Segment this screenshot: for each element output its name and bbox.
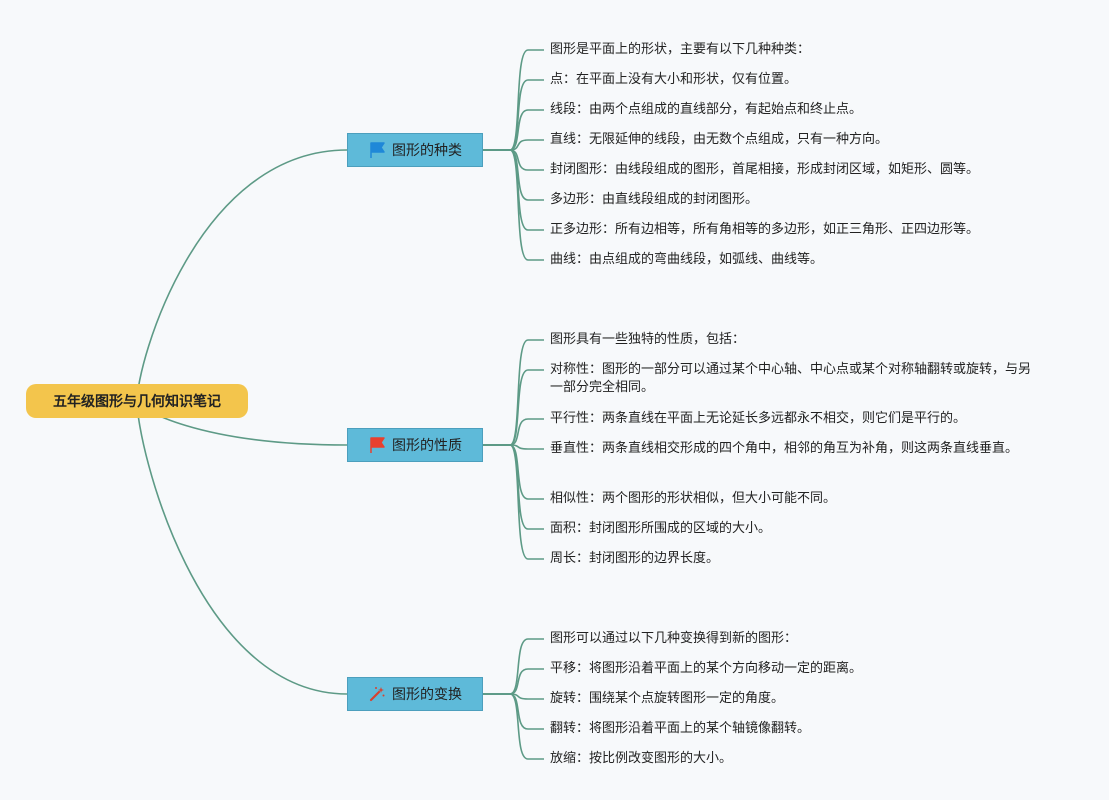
leaf-connector [483,149,544,231]
root-topic-label: 五年级图形与几何知识笔记 [53,394,221,410]
leaf-topic[interactable]: 图形具有一些独特的性质，包括： [550,332,746,347]
leaf-topic[interactable]: 平行性：两条直线在平面上无论延长多远都永不相交，则它们是平行的。 [550,411,967,426]
leaf-topic[interactable]: 图形可以通过以下几种变换得到新的图形： [550,631,798,646]
leaf-connector [483,693,544,760]
leaf-topic[interactable]: 垂直性：两条直线相交形成的四个角中，相邻的角互为补角，则这两条直线垂直。 [550,441,1019,456]
leaf-connector [483,444,544,500]
leaf-topic[interactable]: 正多边形：所有边相等，所有角相等的多边形，如正三角形、正四边形等。 [550,222,980,237]
leaf-topic[interactable]: 封闭图形：由线段组成的图形，首尾相接，形成封闭区域，如矩形、圆等。 [550,162,980,177]
branch-topic-label: 图形的变换 [392,687,462,703]
leaf-topic[interactable]: 翻转：将图形沿着平面上的某个轴镜像翻转。 [550,721,811,736]
leaf-topic[interactable]: 相似性：两个图形的形状相似，但大小可能不同。 [550,491,837,506]
leaf-connector [483,444,544,560]
leaf-connector [483,444,544,530]
leaf-topic[interactable]: 线段：由两个点组成的直线部分，有起始点和终止点。 [550,102,863,117]
branch-topic-label: 图形的性质 [392,438,462,454]
root-topic[interactable]: 五年级图形与几何知识笔记 [26,384,248,418]
branch-topic-label: 图形的种类 [392,143,462,159]
magic-wand-icon [369,687,385,702]
leaf-topic[interactable]: 曲线：由点组成的弯曲线段，如弧线、曲线等。 [550,252,824,267]
leaf-connector [483,638,544,695]
leaf-topic[interactable]: 旋转：围绕某个点旋转图形一定的角度。 [550,691,785,706]
branch-connector [136,400,348,695]
leaf-connector [483,149,544,261]
branch-connector [136,149,348,402]
leaf-topic[interactable]: 多边形：由直线段组成的封闭图形。 [550,192,759,207]
leaf-connector [483,369,544,446]
blue-flag-icon [370,142,385,158]
leaf-topic[interactable]: 平移：将图形沿着平面上的某个方向移动一定的距离。 [550,661,863,676]
red-flag-icon [370,437,385,453]
leaf-topic[interactable]: 直线：无限延伸的线段，由无数个点组成，只有一种方向。 [550,132,889,147]
leaf-topic[interactable]: 点：在平面上没有大小和形状，仅有位置。 [550,72,798,87]
leaf-connector [483,49,544,151]
leaf-topic[interactable]: 周长：封闭图形的边界长度。 [550,551,720,566]
leaf-topic[interactable]: 对称性：图形的一部分可以通过某个中心轴、中心点或某个对称轴翻转或旋转，与另一部分… [550,362,1032,395]
leaf-topic[interactable]: 放缩：按比例改变图形的大小。 [550,751,733,766]
leaf-connector [483,339,544,446]
leaf-connector [483,149,544,201]
branch-topic-properties[interactable]: 图形的性质 [347,428,483,462]
branch-topic-transformations[interactable]: 图形的变换 [347,677,483,711]
leaf-topic[interactable]: 面积：封闭图形所围成的区域的大小。 [550,521,772,536]
leaf-topic[interactable]: 图形是平面上的形状，主要有以下几种种类： [550,42,811,57]
branch-topic-types[interactable]: 图形的种类 [347,133,483,167]
